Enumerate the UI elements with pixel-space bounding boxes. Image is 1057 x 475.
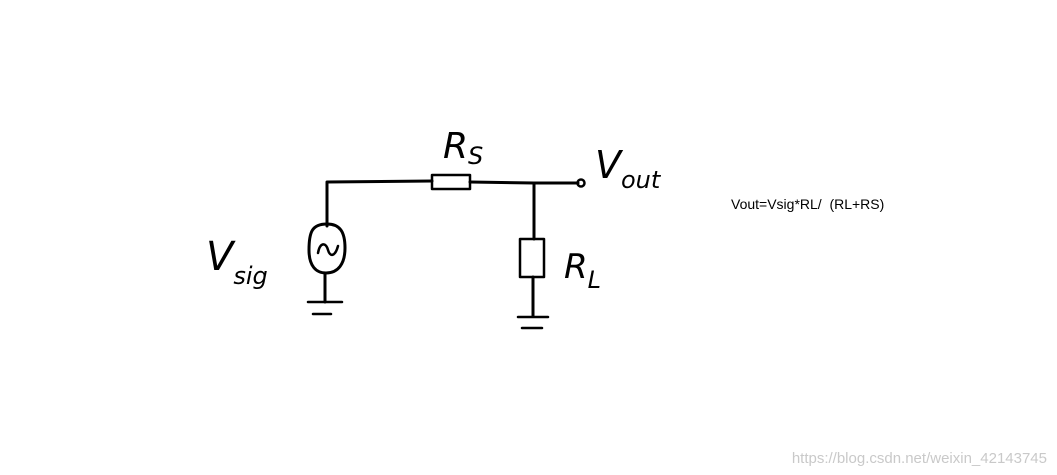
resistor-rl	[518, 237, 546, 279]
wire-rs-to-node	[468, 180, 536, 185]
label-vsig-sub: sig	[233, 262, 267, 290]
label-rs-main: R	[443, 126, 468, 167]
voltage-divider-formula: Vout=Vsig*RL/ (RL+RS)	[731, 196, 885, 212]
label-vout-main: V	[595, 143, 624, 187]
label-vout-sub: out	[621, 166, 662, 194]
wire-source-to-rs	[325, 179, 434, 228]
label-vsig: Vsig	[206, 234, 268, 290]
label-rs-sub: S	[468, 142, 483, 170]
ground-symbol-rl	[516, 315, 550, 330]
watermark-url: https://blog.csdn.net/weixin_42143745	[791, 450, 1047, 467]
ground-symbol-source	[306, 300, 344, 316]
output-terminal	[576, 178, 586, 188]
sine-wave-icon	[316, 243, 340, 256]
resistor-rs	[430, 173, 472, 191]
label-rl-sub: L	[588, 266, 601, 294]
label-rl: RL	[564, 247, 601, 294]
label-vsig-main: V	[206, 234, 236, 280]
label-rs: RS	[443, 126, 483, 170]
label-rl-main: R	[564, 247, 588, 287]
label-vout: Vout	[595, 143, 662, 194]
